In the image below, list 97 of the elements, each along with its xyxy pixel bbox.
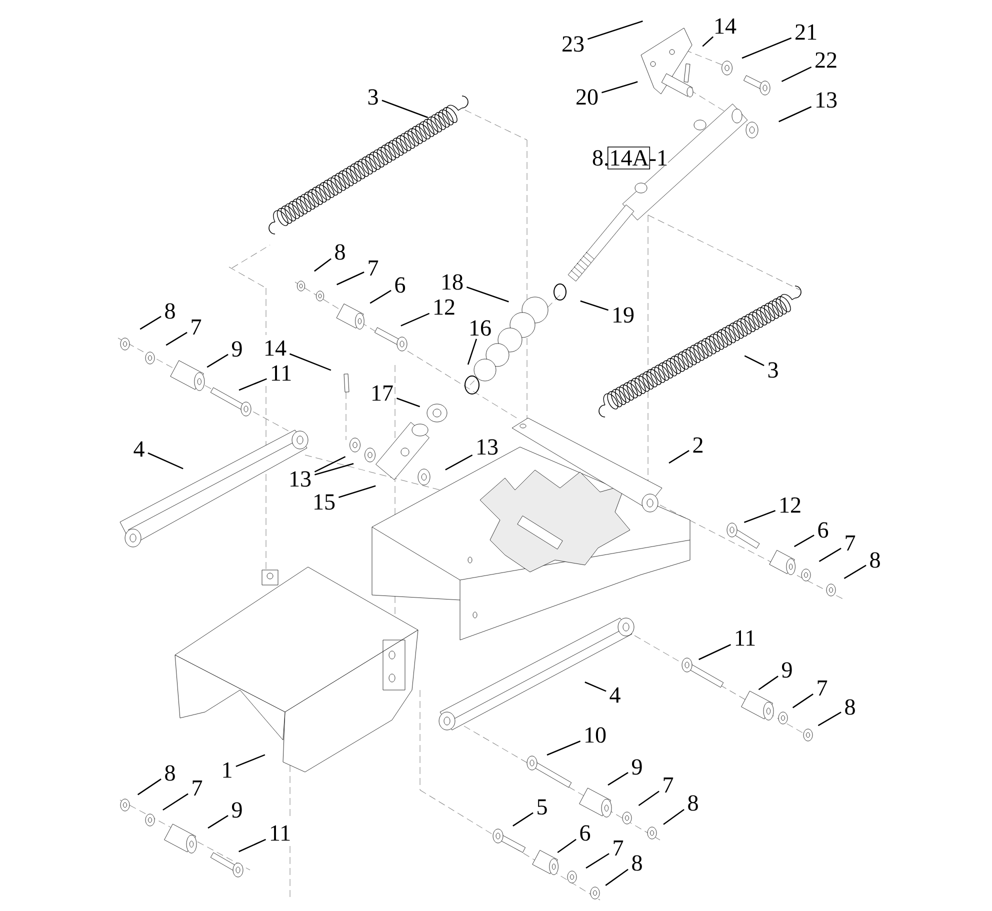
callout-number: 12 <box>780 497 800 513</box>
leader-line <box>148 452 184 470</box>
callout-number: 18 <box>442 274 463 290</box>
leader-line <box>208 815 228 829</box>
leader-line <box>206 354 228 368</box>
callout-number: 9 <box>782 662 792 678</box>
leader-line <box>338 485 376 498</box>
callout-number: 10 <box>586 727 606 743</box>
callout-number: 11 <box>272 365 291 381</box>
callout-number: 16 <box>470 320 491 336</box>
leader-line <box>698 644 732 660</box>
leader-line <box>512 812 534 826</box>
leader-line <box>584 682 606 692</box>
callout-number: 14 <box>716 18 736 34</box>
callout-number: 6 <box>818 522 828 538</box>
callout-number: 8 <box>632 855 642 871</box>
callout-number: 7 <box>192 780 202 796</box>
callout-number: 23 <box>562 36 584 52</box>
callout-number: 4 <box>610 687 620 703</box>
callout-number: 7 <box>192 319 202 335</box>
leader-line <box>238 838 266 852</box>
leader-line <box>638 790 660 806</box>
leader-line <box>794 534 814 548</box>
leader-line <box>370 290 392 304</box>
leader-line <box>140 316 162 330</box>
callout-number: 13 <box>816 92 837 108</box>
callout-number: 14 <box>266 340 286 356</box>
leader-line <box>466 286 509 302</box>
callout-number: 9 <box>232 802 242 818</box>
callout-number: 8 <box>165 765 175 781</box>
leader-line <box>792 694 814 708</box>
leader-line <box>396 398 420 408</box>
callout-number: 13 <box>290 471 311 487</box>
callout-number: 7 <box>664 777 674 793</box>
callout-number: 8 <box>845 699 855 715</box>
callout-number: 5 <box>538 799 547 815</box>
leader-line <box>336 272 364 286</box>
callout-number: 15 <box>314 494 335 510</box>
leader-line <box>586 853 610 869</box>
leader-line <box>445 454 473 470</box>
leader-line <box>781 66 812 82</box>
callout-number: 8 <box>688 795 698 811</box>
callout-number: 12 <box>434 299 454 315</box>
callout-number: 4 <box>134 441 144 457</box>
callout-number: 17 <box>372 385 393 401</box>
callout-number: 6 <box>395 277 406 293</box>
callout-number: 2 <box>693 437 702 453</box>
callout-number: 7 <box>818 680 828 696</box>
leader-line <box>400 312 430 326</box>
callout-number: 8 <box>165 303 175 319</box>
callout-number: 9 <box>232 341 242 357</box>
leader-line <box>702 36 714 47</box>
callout-number: 7 <box>614 840 624 856</box>
leader-line <box>844 564 866 579</box>
leader-line <box>382 100 428 118</box>
callout-number: 20 <box>576 89 598 105</box>
callout-number: 11 <box>736 630 755 646</box>
callout-number: 6 <box>580 825 590 841</box>
leader-line <box>602 81 638 94</box>
callout-number: 8 <box>870 552 880 568</box>
leader-line <box>166 332 188 346</box>
callout-number: 3 <box>368 89 378 105</box>
leader-line <box>818 548 842 562</box>
leader-line <box>580 300 609 311</box>
callout-number: 7 <box>368 260 378 276</box>
callout-number: 21 <box>796 24 816 40</box>
leader-line <box>162 793 188 811</box>
leader-line <box>238 378 267 391</box>
leader-line <box>744 510 776 524</box>
leader-line <box>818 712 842 726</box>
leader-line <box>557 838 576 854</box>
callout-number: 7 <box>846 535 856 551</box>
leader-line <box>588 20 643 40</box>
leader-line <box>314 258 332 272</box>
callout-number: 22 <box>816 52 836 68</box>
callout-number: 13 <box>478 439 498 455</box>
leader-line <box>744 355 764 366</box>
leader-line <box>758 676 778 690</box>
callout-number: 1 <box>223 762 232 778</box>
leader-line <box>778 106 812 122</box>
leader-line <box>314 456 346 472</box>
leader-line <box>314 462 354 476</box>
leader-line <box>137 778 162 796</box>
leader-line <box>608 772 628 786</box>
leader-line <box>546 740 581 756</box>
callout-number: 19 <box>614 307 634 323</box>
callout-number: 3 <box>768 362 778 378</box>
callout-number: 8 <box>335 244 345 260</box>
leader-line <box>605 868 628 886</box>
callout-number: 9 <box>632 759 642 775</box>
leader-line <box>742 37 792 59</box>
leader-line <box>467 338 478 365</box>
callout-number: 11 <box>270 825 290 841</box>
leader-line <box>668 450 690 464</box>
leader-line <box>236 754 266 768</box>
leader-line <box>289 353 332 371</box>
leader-line <box>663 808 684 825</box>
